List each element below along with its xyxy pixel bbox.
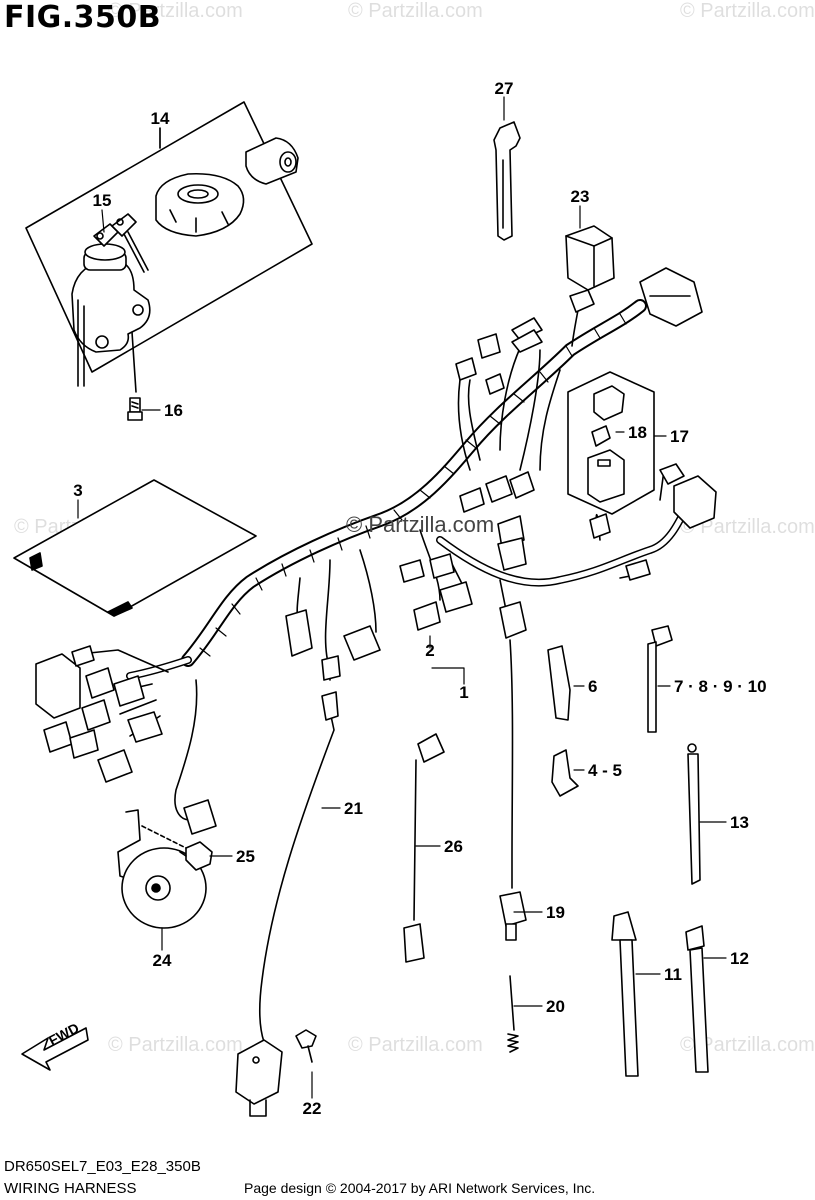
callout-3: 3 <box>73 481 82 500</box>
callout-23: 23 <box>571 187 590 206</box>
main-wiring-harness[interactable] <box>79 299 694 821</box>
sensor-26[interactable] <box>403 733 445 963</box>
leader-lines <box>77 96 727 1099</box>
watermark: © Partzilla.com <box>680 516 815 538</box>
callout-18: 18 <box>628 423 647 442</box>
callout-27: 27 <box>495 79 514 98</box>
callout-2: 2 <box>425 641 434 660</box>
neutral-switch-19[interactable] <box>499 639 527 941</box>
clamp-4-5[interactable] <box>551 749 579 797</box>
watermark: © Partzilla.com <box>108 1034 243 1056</box>
clamp-6[interactable] <box>547 645 571 721</box>
ignition-switch-set-box[interactable] <box>25 101 313 393</box>
callout-4-5: 4 - 5 <box>588 761 622 780</box>
callout-12: 12 <box>730 949 749 968</box>
model-code: DR650SEL7_E03_E28_350B <box>4 1158 201 1175</box>
callout-22: 22 <box>303 1099 322 1118</box>
horn[interactable] <box>117 809 207 929</box>
wiring-harness-diagram: FWD 27 14 23 15 16 18 17 3 2 1 6 7 · 8 ·… <box>13 79 767 1118</box>
harness-connectors <box>35 267 717 835</box>
seat-lock-cylinder[interactable] <box>245 137 299 185</box>
forward-arrow-icon <box>21 1027 89 1071</box>
assembly-name: WIRING HARNESS <box>4 1180 137 1197</box>
callout-11: 11 <box>664 965 682 984</box>
band-7-10[interactable] <box>647 625 673 733</box>
bolt-16[interactable] <box>127 397 143 421</box>
relay-23[interactable] <box>565 225 615 291</box>
callout-17: 17 <box>670 427 689 446</box>
callout-13: 13 <box>730 813 749 832</box>
figure-title: FIG.350B <box>4 0 162 35</box>
band-13[interactable] <box>687 743 701 885</box>
callout-20: 20 <box>546 997 565 1016</box>
callout-1: 1 <box>459 683 468 702</box>
watermark: © Partzilla.com <box>108 0 243 22</box>
key-set[interactable] <box>93 213 149 273</box>
callout-21: 21 <box>344 799 363 818</box>
bolt-25[interactable] <box>179 841 213 871</box>
screw-22[interactable] <box>295 1029 317 1063</box>
spring-20[interactable] <box>507 975 519 1053</box>
callout-7-10: 7 · 8 · 9 · 10 <box>674 677 767 696</box>
callout-26: 26 <box>444 837 463 856</box>
callout-6: 6 <box>588 677 597 696</box>
callout-19: 19 <box>546 903 565 922</box>
manual-sheet[interactable] <box>13 479 257 617</box>
lock-ring-cap[interactable] <box>155 172 245 237</box>
callout-25: 25 <box>236 847 255 866</box>
callout-16: 16 <box>164 401 183 420</box>
center-watermark: © Partzilla.com <box>346 512 495 537</box>
blank-key[interactable] <box>493 121 521 241</box>
callout-14: 14 <box>151 109 170 128</box>
watermark: © Partzilla.com <box>348 0 483 22</box>
callout-15: 15 <box>93 191 112 210</box>
band-12[interactable] <box>685 925 709 1073</box>
page-credit: Page design © 2004-2017 by ARI Network S… <box>244 1180 596 1196</box>
watermark: © Partzilla.com <box>680 1034 815 1056</box>
stop-switch-wire[interactable] <box>235 691 339 1117</box>
callout-24: 24 <box>153 951 172 970</box>
watermark: © Partzilla.com <box>348 1034 483 1056</box>
fuse-box-kit[interactable] <box>567 371 655 515</box>
band-11[interactable] <box>611 911 639 1077</box>
watermark: © Partzilla.com <box>680 0 815 22</box>
